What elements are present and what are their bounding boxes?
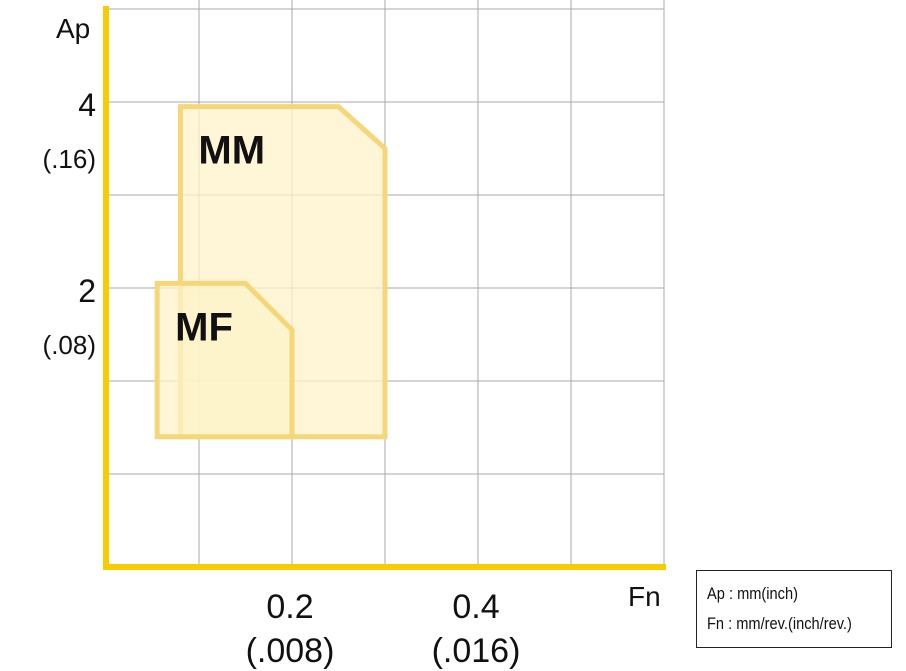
region-mf [154, 280, 295, 440]
y-tick-label: 2 [78, 273, 96, 309]
legend-ap-units: Ap : mm(inch) [707, 584, 798, 603]
units-legend: Ap : mm(inch) Fn : mm/rev.(inch/rev.) [696, 570, 892, 648]
x-tick-sublabel: (.008) [246, 632, 335, 670]
x-tick-label: 0.4 [452, 588, 499, 626]
axes [103, 6, 666, 570]
y-tick-sublabel: (.16) [43, 144, 96, 174]
x-tick-label: 0.2 [266, 588, 313, 626]
legend-fn-units: Fn : mm/rev.(inch/rev.) [707, 614, 852, 633]
y-axis-title: Ap [56, 13, 90, 44]
x-tick-sublabel: (.016) [432, 632, 521, 670]
y-tick-sublabel: (.08) [43, 330, 96, 360]
region-label-mf: MF [175, 305, 233, 349]
x-axis-title: Fn [628, 581, 661, 612]
region-label-mm: MM [198, 129, 265, 173]
y-tick-label: 4 [78, 87, 96, 123]
regions: MM MF [154, 104, 388, 440]
